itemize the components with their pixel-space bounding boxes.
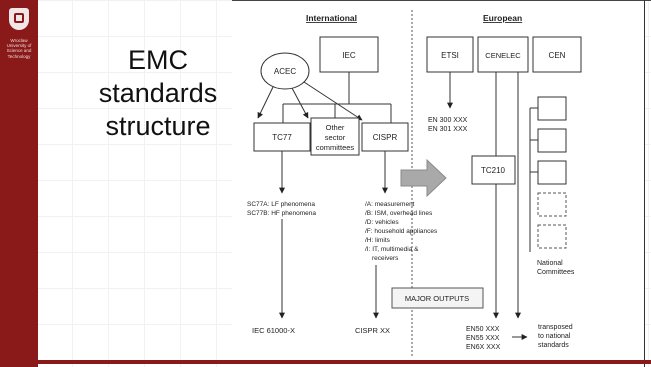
iec-output-text: IEC 61000-X	[252, 326, 295, 335]
cispr-sub-i: /I: IT, multimedia &	[365, 246, 419, 253]
sc77b-text: SC77B: HF phenomena	[247, 210, 316, 217]
en-output-1: EN50 XXX	[466, 326, 500, 333]
national-committees-line2: Committees	[537, 269, 575, 276]
frame-right-border	[644, 0, 645, 367]
sc77a-text: SC77A: LF phenomena	[247, 201, 315, 208]
acec-node	[260, 52, 310, 90]
slide-title: EMC standards structure	[98, 45, 218, 141]
university-name: Wroclaw University of Science and Techno…	[6, 38, 32, 59]
frame-bottom-bar	[38, 360, 651, 364]
transposed-line1: transposed	[538, 324, 573, 331]
cispr-sub-h: /H: limits	[365, 237, 391, 244]
other-label-1: Other	[326, 123, 345, 132]
tc210-label: TC210	[481, 166, 506, 175]
acec-arrow-tc77	[257, 86, 274, 119]
cispr-label: CISPR	[373, 133, 398, 142]
cispr-sub-i2: receivers	[372, 255, 399, 262]
transposed-line3: standards	[538, 342, 569, 349]
cenelec-node	[477, 36, 529, 73]
university-sidebar: Wroclaw University of Science and Techno…	[0, 0, 38, 367]
university-crest-icon	[9, 8, 29, 30]
transposed-line2: to national	[538, 333, 571, 340]
cen-label: CEN	[549, 51, 566, 60]
acec-label: ACEC	[274, 67, 296, 76]
major-outputs-label: MAJOR OUTPUTS	[405, 294, 469, 303]
tc77-label: TC77	[272, 133, 292, 142]
en-output-2: EN55 XXX	[466, 335, 500, 342]
transfer-arrow	[400, 158, 447, 198]
national-box-5	[537, 224, 567, 249]
other-committees-node	[310, 117, 360, 156]
acec-arrow-other	[291, 87, 309, 119]
etsi-label: ETSI	[441, 51, 459, 60]
iec-node	[319, 36, 379, 73]
national-box-1	[537, 96, 567, 121]
cispr-output-text: CISPR XX	[355, 326, 390, 335]
national-box-3	[537, 160, 567, 185]
heading-european: European	[483, 13, 522, 23]
other-label-2: sector	[325, 133, 346, 142]
heading-international: International	[306, 13, 357, 23]
cenelec-label: CENELEC	[485, 51, 521, 60]
major-outputs-box	[391, 287, 484, 309]
national-box-4	[537, 192, 567, 217]
other-label-3: committees	[316, 143, 355, 152]
national-committees-line1: National	[537, 260, 563, 267]
en-output-3: EN6X XXX	[466, 344, 501, 351]
frame-top-border	[232, 0, 651, 1]
cispr-sub-b: /B: ISM, overhead lines	[365, 210, 433, 217]
etsi-output-2: EN 301 XXX	[428, 126, 468, 133]
cispr-sub-a: /A: measurement	[365, 201, 415, 208]
cen-node	[532, 36, 582, 73]
cispr-sub-f: /F: household appliances	[365, 228, 438, 235]
tc210-node	[471, 155, 516, 185]
cispr-node	[361, 122, 409, 152]
etsi-output-1: EN 300 XXX	[428, 117, 468, 124]
iec-label: IEC	[342, 51, 356, 60]
acec-arrow-cispr	[303, 81, 363, 121]
national-box-2	[537, 128, 567, 153]
etsi-node	[426, 36, 474, 73]
cispr-sub-d: /D: vehicles	[365, 219, 399, 226]
